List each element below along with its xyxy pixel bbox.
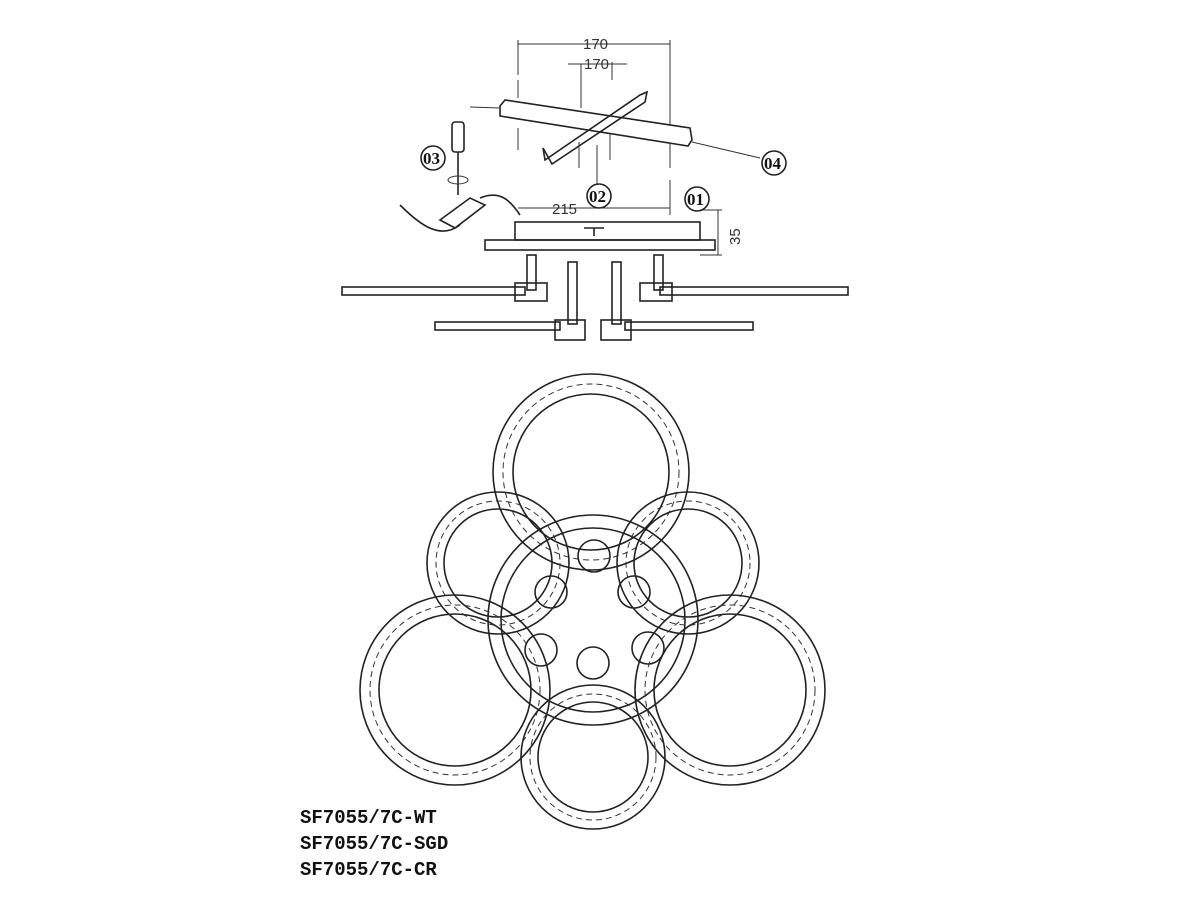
dimension-170-inner: 170 xyxy=(584,56,609,73)
dimension-215: 215 xyxy=(552,201,577,218)
screwdriver-icon xyxy=(447,121,469,195)
dimension-35: 35 xyxy=(727,228,744,245)
ring-right-small xyxy=(616,491,760,635)
ring-bottom-right xyxy=(634,594,826,786)
ring-left-small xyxy=(426,491,570,635)
ring-bottom-small xyxy=(520,684,666,830)
terminal-block xyxy=(399,194,521,232)
step-03: 03 xyxy=(423,149,440,168)
top-view-fixture xyxy=(359,373,826,830)
step-markers: 03 02 01 04 xyxy=(420,145,787,212)
model-cr: SF7055/7C-CR xyxy=(300,859,437,881)
connector-balls xyxy=(524,539,665,680)
step-02: 02 xyxy=(589,187,606,206)
model-list: SF7055/7C-WT SF7055/7C-SGD SF7055/7C-CR xyxy=(300,805,448,883)
mounting-bracket xyxy=(469,62,761,215)
canopy xyxy=(484,221,716,251)
side-view-arms xyxy=(341,254,849,341)
step-01: 01 xyxy=(687,190,704,209)
model-wt: SF7055/7C-WT xyxy=(300,807,437,829)
dimension-170-outer: 170 xyxy=(583,36,608,53)
ring-top xyxy=(492,373,690,571)
step-04: 04 xyxy=(764,154,782,173)
model-sgd: SF7055/7C-SGD xyxy=(300,833,449,855)
ring-bottom-left xyxy=(359,594,551,786)
